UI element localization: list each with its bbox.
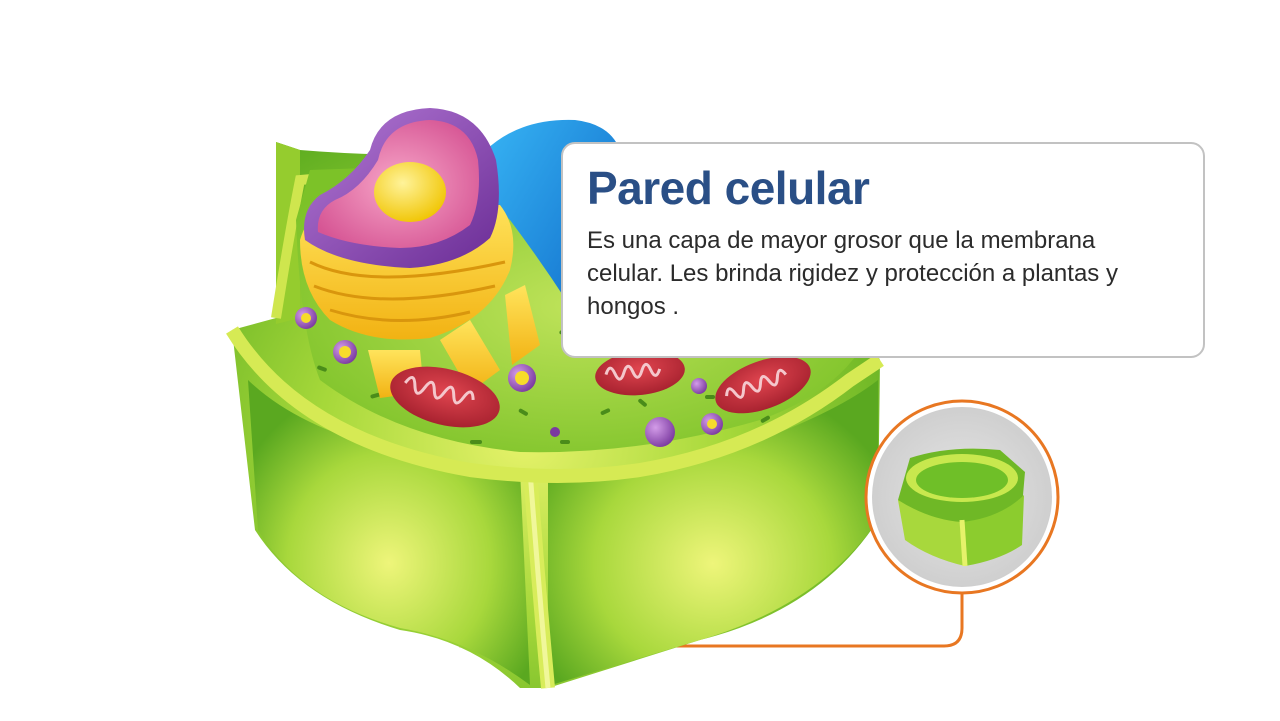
callout-description: Es una capa de mayor grosor que la membr… <box>587 227 1118 320</box>
info-callout: Pared celular Es una capa de mayor groso… <box>561 142 1205 358</box>
mitochondria <box>390 350 811 428</box>
nucleolus <box>374 162 446 222</box>
cell-wall-zoom <box>864 399 1060 595</box>
connector-line <box>459 588 964 648</box>
callout-title: Pared celular <box>587 162 870 214</box>
nucleus <box>304 108 499 268</box>
vesicles <box>295 307 723 447</box>
